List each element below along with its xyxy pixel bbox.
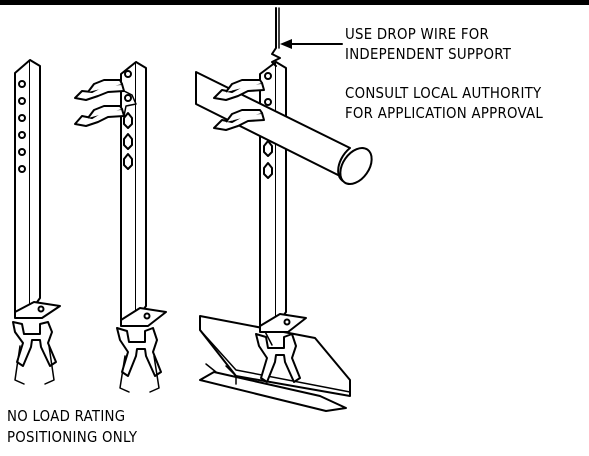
top-border [0, 0, 589, 5]
callout-consult-line2: FOR APPLICATION APPROVAL [345, 104, 544, 122]
drop-wire [271, 7, 281, 67]
bracket-bare [12, 59, 61, 385]
bracket-with-clip [74, 61, 167, 393]
callout-drop-wire-line2: INDEPENDENT SUPPORT [345, 45, 512, 63]
callout-no-load-line2: POSITIONING ONLY [7, 428, 138, 446]
bracket-installed [195, 7, 373, 412]
callout-drop-wire-line1: USE DROP WIRE FOR [345, 25, 490, 43]
leader-arrowhead [280, 39, 292, 49]
callout-consult-line1: CONSULT LOCAL AUTHORITY [345, 84, 542, 102]
callout-no-load-line1: NO LOAD RATING [7, 407, 126, 425]
